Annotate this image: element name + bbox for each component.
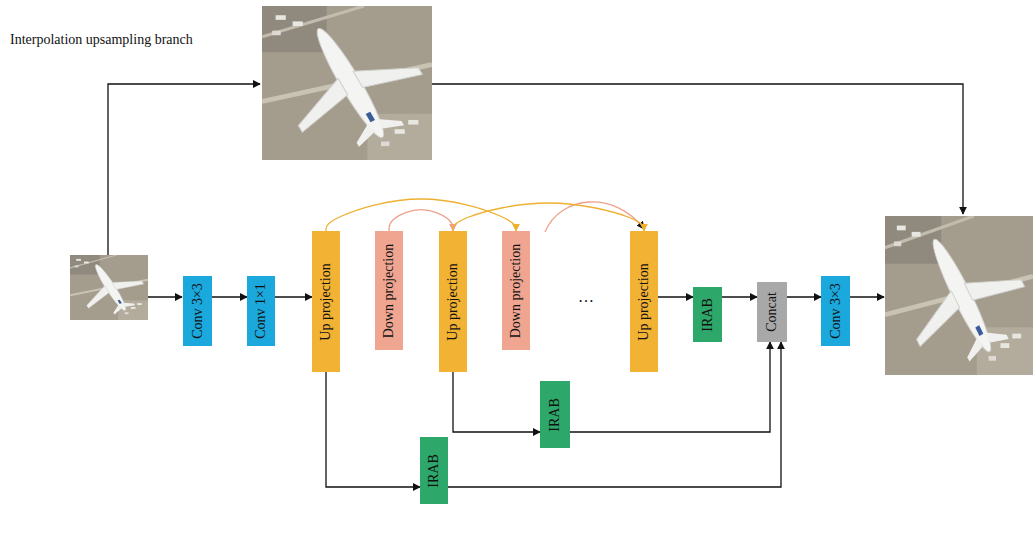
box-label: Down projection	[509, 243, 523, 337]
output-image	[882, 209, 1033, 381]
skip-connection	[326, 199, 516, 231]
input-arrow	[148, 296, 182, 297]
conv-box: Conv 3×3	[183, 276, 212, 346]
up-projection-box: Up projection	[312, 231, 340, 372]
box-label: Up projection	[319, 263, 333, 340]
input-image	[68, 252, 152, 322]
box-label: Concat	[765, 292, 779, 332]
concat-box: Concat	[757, 282, 787, 342]
box-label: Up projection	[637, 263, 651, 340]
up-projection-box: Up projection	[630, 231, 658, 372]
connector-arrow	[275, 296, 312, 297]
box-label: Conv 3×3	[191, 283, 205, 339]
up-projection-box: Up projection	[439, 231, 467, 372]
down-projection-box: Down projection	[375, 231, 403, 350]
branch-line	[108, 84, 260, 255]
skip-connection	[453, 203, 644, 231]
connector-arrow	[787, 296, 821, 297]
box-label: IRAB	[548, 398, 562, 431]
branch-label: Interpolation upsampling branch	[10, 32, 193, 48]
irab-box: IRAB	[693, 287, 722, 342]
connector-arrow	[453, 372, 540, 432]
ellipsis: …	[578, 288, 594, 306]
conv-box: Conv 3×3	[821, 276, 850, 346]
down-projection-box: Down projection	[502, 231, 530, 350]
box-label: Down projection	[382, 243, 396, 337]
conv-box: Conv 1×1	[247, 276, 275, 346]
connector-arrow	[722, 296, 757, 297]
connector-arrow	[212, 296, 247, 297]
box-label: Conv 3×3	[829, 283, 843, 339]
connector-arrow	[326, 372, 420, 487]
branch-line	[432, 84, 963, 214]
skip-connection	[389, 210, 453, 231]
box-label: Conv 1×1	[254, 283, 268, 339]
irab-box: IRAB	[420, 437, 448, 504]
interpolated-image	[258, 0, 442, 166]
box-label: Up projection	[446, 263, 460, 340]
box-label: IRAB	[701, 298, 715, 331]
box-label: IRAB	[427, 454, 441, 487]
output-arrow	[850, 296, 884, 297]
connector-arrow	[570, 342, 770, 432]
connector-arrow	[448, 342, 781, 487]
irab-box: IRAB	[540, 381, 570, 448]
connector-arrow	[658, 296, 693, 297]
